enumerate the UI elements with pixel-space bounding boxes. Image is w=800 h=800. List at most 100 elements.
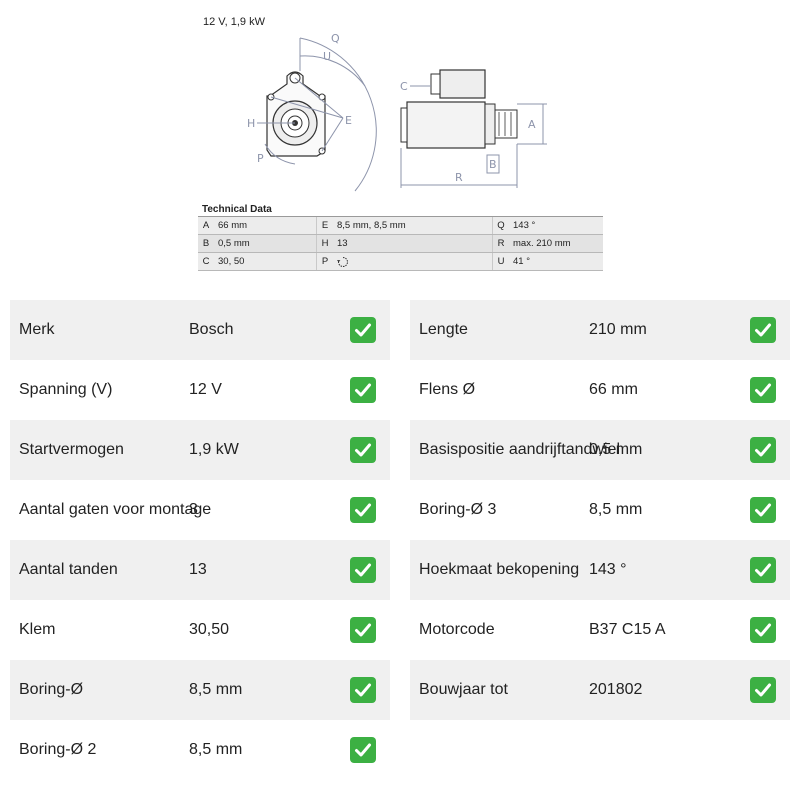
technical-data-cell: P: [316, 253, 492, 270]
attribute-label: Startvermogen: [19, 441, 124, 458]
check-mark-icon: [750, 317, 776, 343]
attribute-label: Merk: [19, 321, 55, 338]
attribute-row: Spanning (V) 12 V: [10, 360, 390, 420]
attribute-value: B37 C15 A: [589, 621, 666, 638]
dim-p-label: P: [257, 152, 264, 165]
dim-b-label: B: [489, 158, 497, 171]
check-mark-icon: [350, 617, 376, 643]
technical-data-value: 66 mm: [218, 220, 248, 231]
attribute-row: Flens Ø 66 mm: [410, 360, 790, 420]
attribute-row: Bouwjaar tot 201802: [410, 660, 790, 720]
attribute-label: Basispositie aandrijftandwiel: [419, 441, 620, 458]
check-mark-icon: [750, 377, 776, 403]
technical-data-value: max. 210 mm: [513, 238, 571, 249]
check-mark-icon: [750, 497, 776, 523]
attribute-value: 8,5 mm: [189, 681, 243, 698]
attribute-label: Boring-Ø: [19, 681, 84, 698]
technical-data-cell: H 13: [316, 235, 492, 252]
dim-u-label: U: [323, 50, 331, 63]
technical-data-key: C: [202, 256, 210, 267]
attribute-value: 143 °: [589, 561, 627, 578]
attribute-value: 8,5 mm: [589, 501, 643, 518]
technical-data-cell: E 8,5 mm, 8,5 mm: [316, 217, 492, 234]
drawing-caption: 12 V, 1,9 kW: [203, 16, 265, 28]
dim-a-label: A: [528, 118, 536, 131]
attribute-label: Spanning (V): [19, 381, 113, 398]
technical-data-key: E: [321, 220, 329, 231]
check-mark-icon: [350, 497, 376, 523]
technical-data-value: 143 °: [513, 220, 536, 231]
dim-q-label: Q: [331, 32, 340, 45]
dim-c-label: C: [400, 80, 408, 93]
attribute-value: 210 mm: [589, 321, 647, 338]
attribute-row: Aantal tanden 13: [10, 540, 390, 600]
attribute-value: 1,9 kW: [189, 441, 239, 458]
attribute-label: Aantal tanden: [19, 561, 118, 578]
technical-data-cell: Q 143 °: [492, 217, 603, 234]
check-mark-icon: [750, 437, 776, 463]
technical-data-key: B: [202, 238, 210, 249]
attribute-label: Motorcode: [419, 621, 495, 638]
technical-data-value: 41 °: [513, 256, 531, 267]
technical-data-key: P: [321, 256, 329, 267]
attribute-label: Lengte: [419, 321, 468, 338]
attribute-value: 0,5 mm: [589, 441, 643, 458]
attribute-row: Motorcode B37 C15 A: [410, 600, 790, 660]
attribute-row: Lengte 210 mm: [410, 300, 790, 360]
attribute-label: Hoekmaat bekopening: [419, 561, 580, 578]
technical-data-key: A: [202, 220, 210, 231]
check-mark-icon: [350, 677, 376, 703]
attribute-row: Startvermogen 1,9 kW: [10, 420, 390, 480]
attribute-row: Boring-Ø 3 8,5 mm: [410, 480, 790, 540]
check-mark-icon: [350, 317, 376, 343]
technical-data-cell: A 66 mm: [198, 217, 316, 234]
technical-data-key: H: [321, 238, 329, 249]
technical-data-row: A 66 mm E 8,5 mm, 8,5 mm Q 143 °: [198, 217, 603, 235]
attribute-label: Aantal gaten voor montage: [19, 501, 212, 518]
check-mark-icon: [750, 557, 776, 583]
attribute-value: 3: [189, 501, 198, 518]
attribute-value: 201802: [589, 681, 643, 698]
attribute-label: Boring-Ø 2: [19, 741, 97, 758]
attribute-row: Boring-Ø 2 8,5 mm: [10, 720, 390, 780]
attribute-value: 12 V: [189, 381, 222, 398]
check-mark-icon: [750, 617, 776, 643]
side-view-drawing: C A B R: [400, 69, 547, 188]
technical-data-title: Technical Data: [202, 204, 272, 215]
technical-data-value: 30, 50: [218, 256, 245, 267]
attribute-value: 66 mm: [589, 381, 638, 398]
check-mark-icon: [750, 677, 776, 703]
check-mark-icon: [350, 437, 376, 463]
attribute-label: Klem: [19, 621, 56, 638]
attributes-right-column: Lengte 210 mm Flens Ø 66 mm Basispositie aan…: [410, 300, 790, 720]
attribute-row: Boring-Ø 8,5 mm: [10, 660, 390, 720]
technical-data-cell: C 30, 50: [198, 253, 316, 270]
technical-data-value: 0,5 mm: [218, 238, 250, 249]
technical-data-table: Technical Data A 66 mm E 8,5 mm, 8,5 mm Q 143…: [198, 203, 603, 271]
technical-data-value: 8,5 mm, 8,5 mm: [337, 220, 406, 231]
technical-data-value: 13: [337, 238, 348, 249]
attribute-value: 8,5 mm: [189, 741, 243, 758]
attribute-label: Flens Ø: [419, 381, 476, 398]
technical-data-key: R: [497, 238, 505, 249]
check-mark-icon: [350, 557, 376, 583]
attribute-label: Boring-Ø 3: [419, 501, 497, 518]
technical-data-cell: B 0,5 mm: [198, 235, 316, 252]
technical-data-key: Q: [497, 220, 505, 231]
attribute-value: 13: [189, 561, 207, 578]
rotation-direction-icon: [333, 253, 349, 270]
attribute-row: Hoekmaat bekopening 143 °: [410, 540, 790, 600]
attribute-label: Bouwjaar tot: [419, 681, 508, 698]
dim-h-label: H: [247, 117, 255, 130]
front-view-drawing: Q U E H P: [247, 32, 377, 192]
dim-e-label: E: [345, 114, 352, 127]
check-mark-icon: [350, 377, 376, 403]
